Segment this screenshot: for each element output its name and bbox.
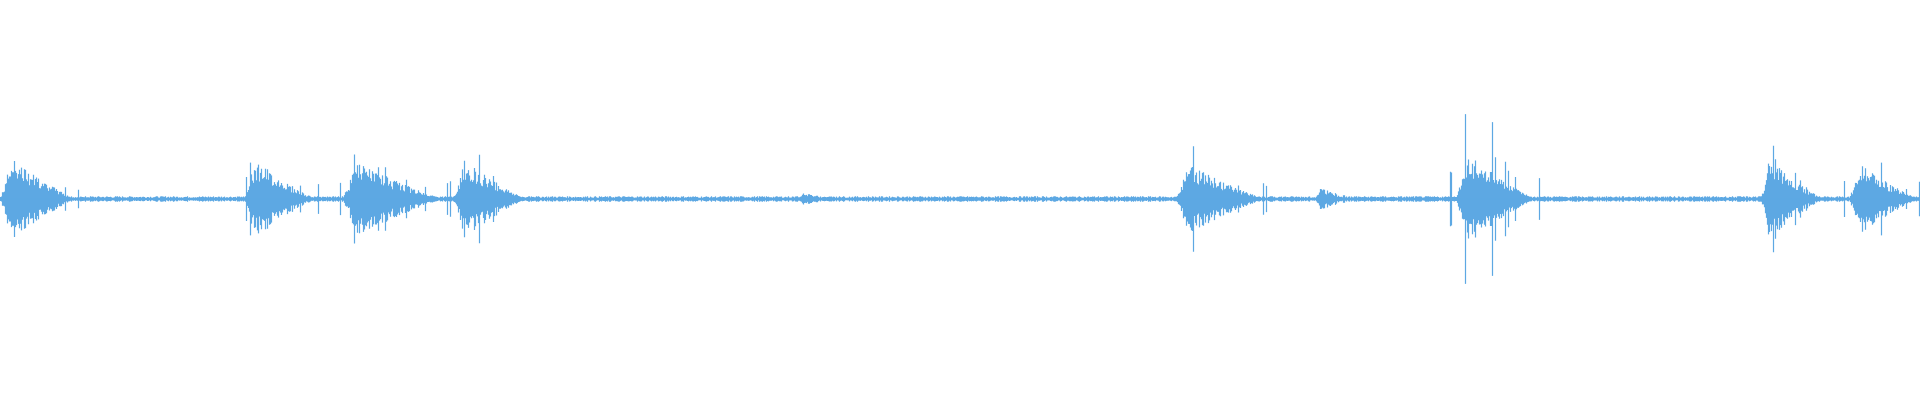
waveform-samples: [0, 114, 1920, 284]
